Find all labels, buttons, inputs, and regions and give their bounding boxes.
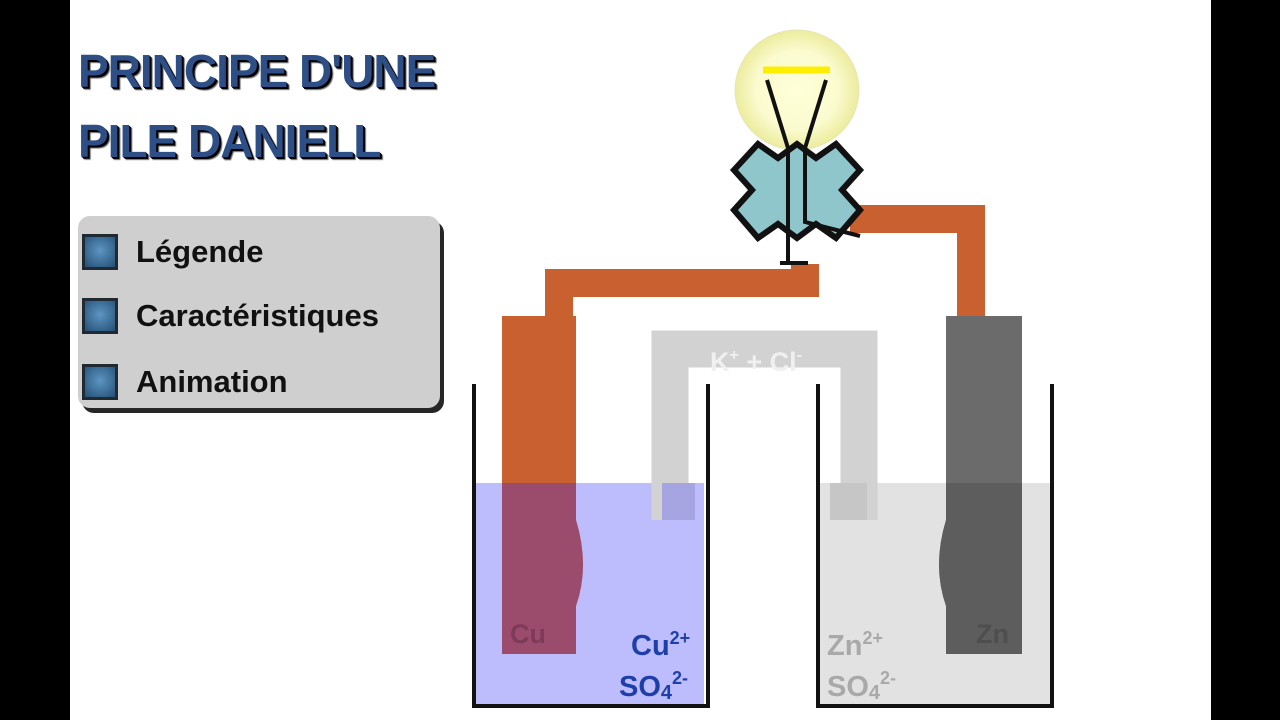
square-button-icon	[82, 234, 118, 270]
salt-bridge	[651, 330, 878, 520]
menu-item-animation[interactable]: Animation	[82, 360, 288, 404]
salt-bridge-immersed-right	[830, 483, 867, 520]
square-button-icon	[82, 364, 118, 400]
menu-item-caracteristiques[interactable]: Caractéristiques	[82, 294, 379, 338]
menu-label-animation: Animation	[136, 364, 288, 399]
left-beaker	[472, 384, 710, 708]
wire-to-copper	[545, 264, 819, 318]
bulb-socket	[729, 140, 865, 243]
zinc-ion-label: Zn2+	[827, 628, 883, 662]
salt-bridge-label: K+ + Cl-	[710, 347, 802, 377]
page-title-line-2: PILE DANIELL	[78, 115, 381, 167]
slide-canvas: PRINCIPE D'UNE PILE DANIELL Légende Cara…	[70, 0, 1211, 720]
sulfate-ion-label-right: SO42-	[827, 668, 896, 704]
daniell-cell-diagram: K+ + Cl- Cu Zn Cu2+ SO42- Zn2+ SO42-	[472, 29, 1054, 708]
copper-ion-label: Cu2+	[631, 628, 690, 662]
sulfate-ion-label-left: SO42-	[619, 668, 688, 704]
copper-electrode-immersed	[502, 483, 583, 654]
zinc-electrode-immersed	[939, 483, 1022, 654]
page-title-line-1: PRINCIPE D'UNE	[78, 45, 436, 97]
bulb-filament-wires	[765, 79, 861, 262]
wire-to-zinc	[850, 205, 985, 318]
menu-label-caracteristiques: Caractéristiques	[136, 298, 379, 333]
menu-label-legende: Légende	[136, 234, 264, 269]
square-button-icon	[82, 298, 118, 334]
zinc-electrode-label: Zn	[976, 619, 1009, 649]
copper-electrode-label: Cu	[510, 619, 546, 649]
right-beaker	[816, 384, 1054, 708]
menu-panel	[78, 216, 440, 408]
menu-item-legende[interactable]: Légende	[82, 230, 263, 274]
light-bulb-icon	[729, 29, 865, 265]
salt-bridge-immersed-left	[662, 483, 695, 520]
